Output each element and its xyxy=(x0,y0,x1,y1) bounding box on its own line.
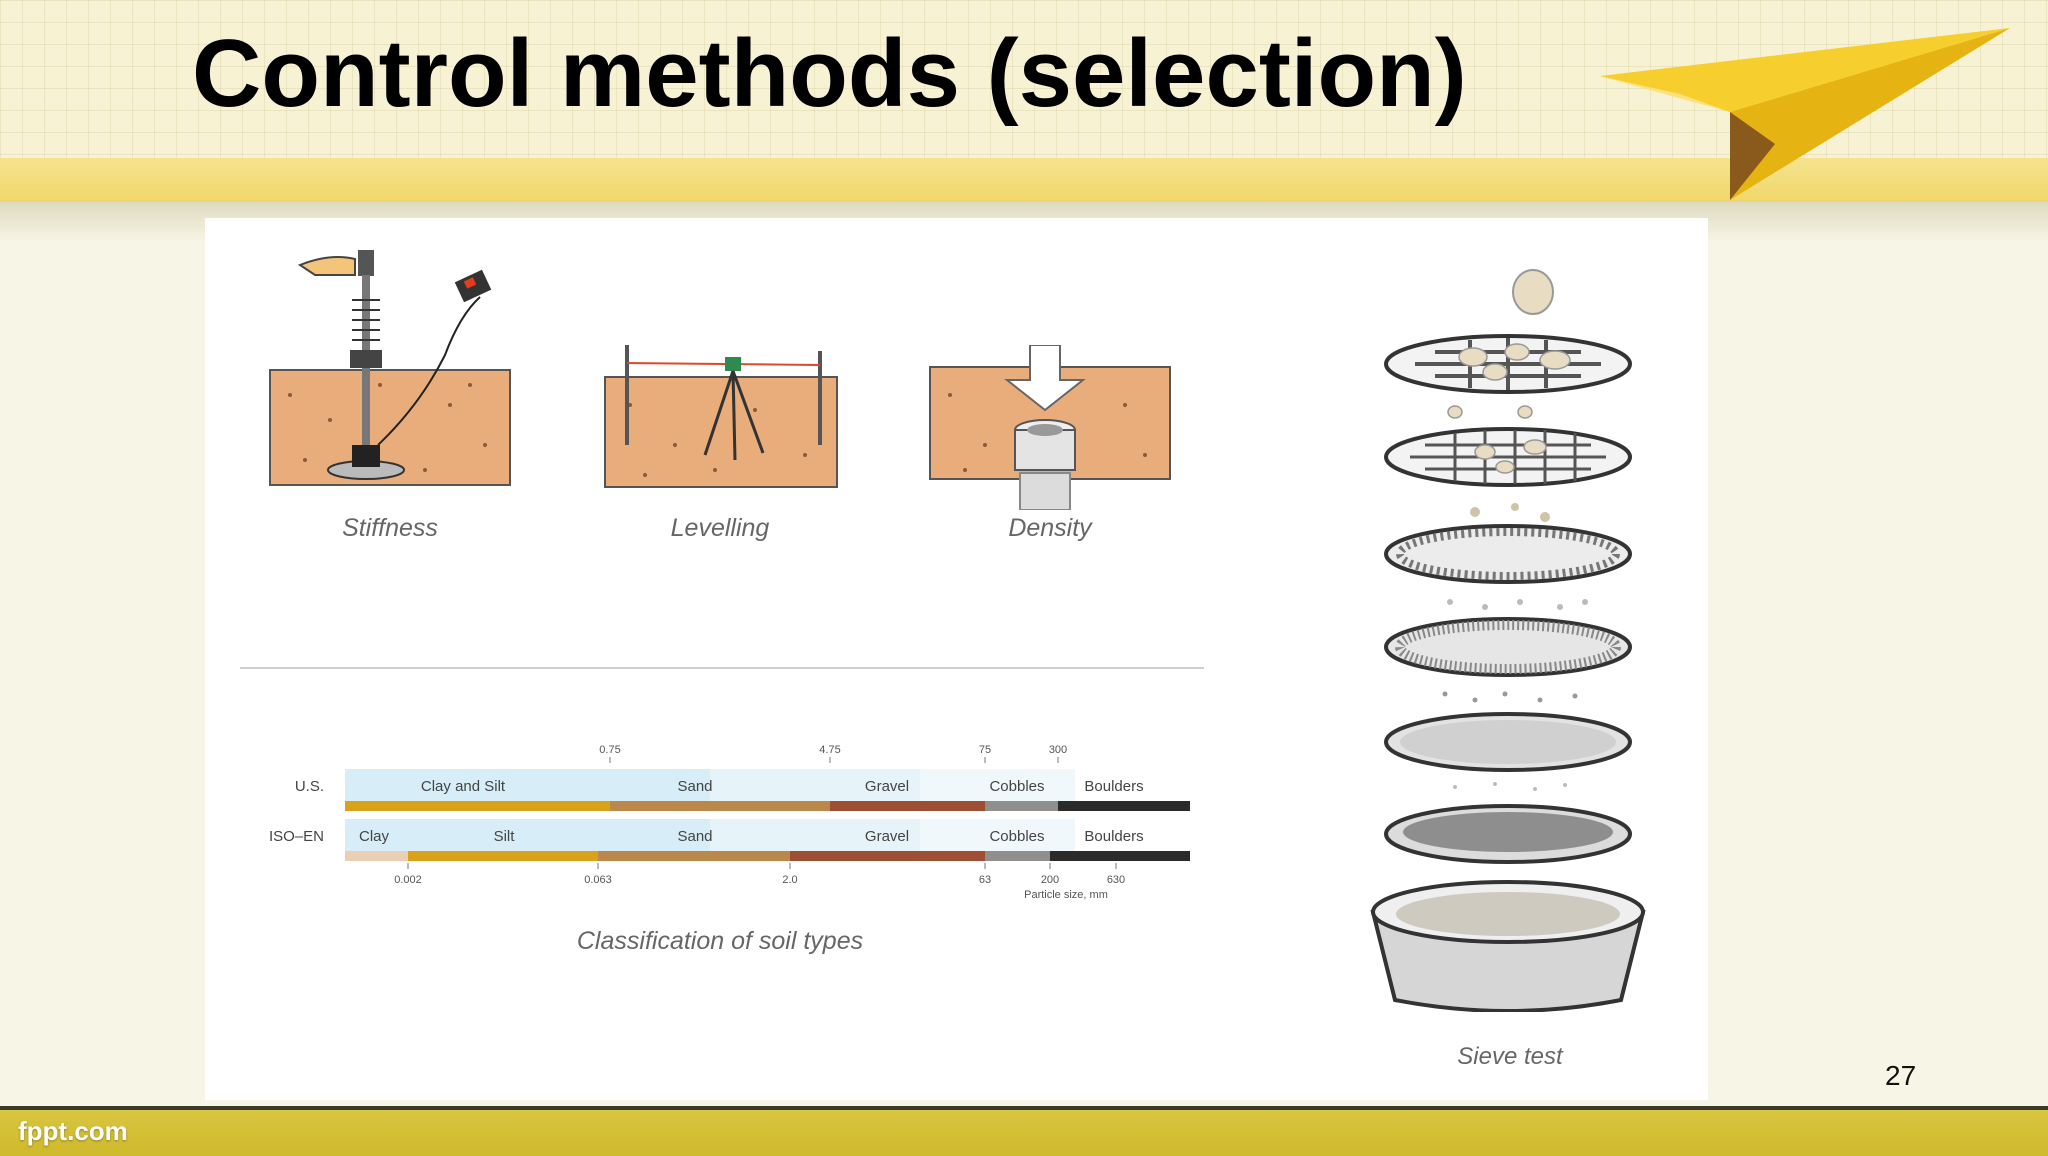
footer-bar: fppt.com xyxy=(0,1106,2048,1156)
us-segment-label: Sand xyxy=(677,778,712,795)
iso-segment-label: Boulders xyxy=(1084,828,1143,845)
bottom-tick-label: 0.002 xyxy=(394,874,422,886)
sieve-test-caption: Sieve test xyxy=(1457,1043,1563,1070)
stiffness-caption: Stiffness xyxy=(342,514,438,542)
page-number: 27 xyxy=(1885,1060,1917,1091)
top-tick-label: 300 xyxy=(1049,744,1067,756)
top-tick-label: 75 xyxy=(979,744,991,756)
iso-segment-label: Gravel xyxy=(865,828,909,845)
levelling-caption: Levelling xyxy=(670,514,770,542)
bottom-tick-label: 2.0 xyxy=(782,874,797,886)
classification-caption: Classification of soil types xyxy=(576,927,864,955)
us-segment-label: Cobbles xyxy=(989,778,1044,795)
iso-segment-label: Clay xyxy=(359,828,390,845)
us-segment-label: Boulders xyxy=(1084,778,1143,795)
bottom-tick-label: 0.063 xyxy=(584,874,612,886)
bottom-tick-label: 630 xyxy=(1107,874,1125,886)
top-tick-label: 0.75 xyxy=(599,744,620,756)
header-stripe xyxy=(0,158,2048,202)
iso-segment-label: Silt xyxy=(494,828,516,845)
sieve-test-illustration xyxy=(1370,269,1646,1012)
section-divider xyxy=(240,667,1204,669)
iso-segment-label: Sand xyxy=(677,828,712,845)
top-tick-label: 4.75 xyxy=(819,744,840,756)
stiffness-illustration xyxy=(269,250,511,486)
us-segment-label: Gravel xyxy=(865,778,909,795)
density-caption: Density xyxy=(1008,514,1092,542)
particle-size-unit-label: Particle size, mm xyxy=(1024,889,1108,901)
us-segment-label: Clay and Silt xyxy=(421,778,506,795)
paper-plane-icon xyxy=(1600,28,2010,200)
iso-segment-label: Cobbles xyxy=(989,828,1044,845)
slide-title: Control methods (selection) xyxy=(192,20,1467,127)
footer-brand[interactable]: fppt.com xyxy=(18,1116,128,1146)
bottom-tick-label: 200 xyxy=(1041,874,1059,886)
soil-classification-chart: 0.75 4.75 75 300 U.S. Clay and Silt Sand… xyxy=(269,744,1190,901)
levelling-illustration xyxy=(604,345,838,488)
iso-row-label: ISO–EN xyxy=(269,828,324,845)
bottom-tick-label: 63 xyxy=(979,874,991,886)
us-row-label: U.S. xyxy=(295,778,324,795)
density-illustration xyxy=(929,345,1171,510)
